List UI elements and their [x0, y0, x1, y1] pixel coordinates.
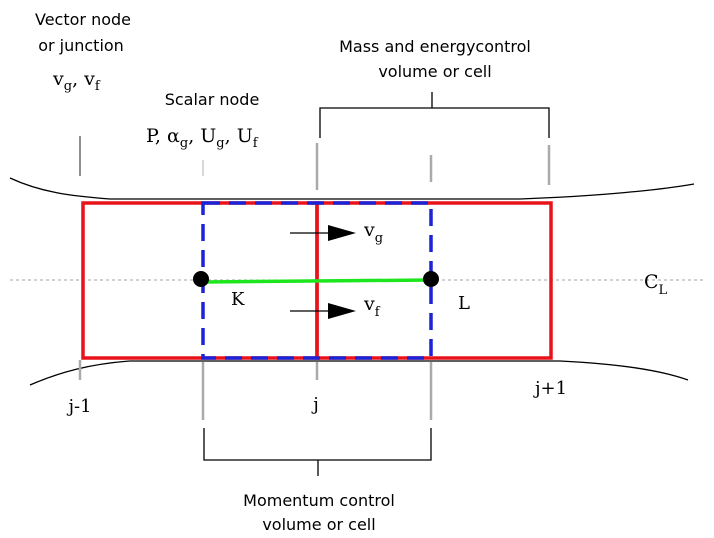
- pipe-wall-top: [9, 177, 695, 200]
- vector-node-variables: vg, vf: [52, 68, 101, 94]
- momentum-label-line2: volume or cell: [262, 515, 375, 534]
- node-k-label: K: [231, 289, 245, 310]
- node-link: [202, 278, 432, 284]
- vector-node-title-2: or junction: [38, 36, 124, 55]
- vf-arrow-head: [328, 303, 356, 319]
- centerline-label: CL: [644, 271, 668, 298]
- node-k-dot: [193, 271, 209, 287]
- vector-node-title: Vector node: [35, 10, 131, 29]
- momentum-bracket: [203, 428, 432, 476]
- junction-label-j-plus-1: j+1: [533, 378, 567, 399]
- mass-energy-bracket: [319, 92, 550, 138]
- scalar-node-title: Scalar node: [165, 90, 260, 109]
- vg-label: vg: [363, 219, 383, 246]
- vf-label: vf: [363, 293, 381, 320]
- node-l-dot: [423, 271, 439, 287]
- node-l-label: L: [458, 293, 470, 314]
- mass-energy-label-line2: volume or cell: [378, 62, 491, 81]
- vg-arrow-head: [328, 225, 356, 241]
- scalar-node-variables: P, αg, Ug, Uf: [146, 125, 259, 151]
- junction-label-j: j: [311, 394, 319, 415]
- junction-label-j-minus-1: j-1: [66, 396, 91, 417]
- momentum-label-line1: Momentum control: [243, 491, 395, 510]
- mass-energy-label-line1: Mass and energycontrol: [339, 37, 531, 56]
- pipe-wall-bottom: [29, 360, 689, 386]
